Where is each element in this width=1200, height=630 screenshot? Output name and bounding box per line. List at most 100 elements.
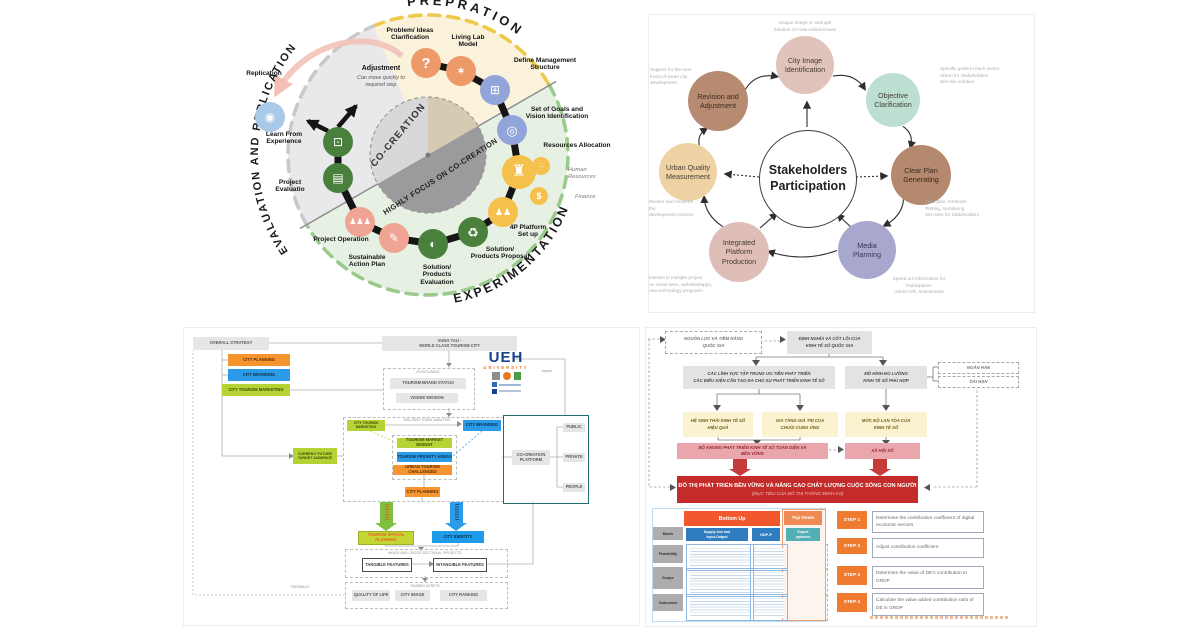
satellite-label: Integrated Platform Production <box>721 237 757 266</box>
person-icon: ✶ <box>455 64 467 78</box>
phase-dashed-arcs <box>286 13 570 297</box>
monitor-icon: ⊡ <box>332 135 344 149</box>
red-arrow-left <box>733 459 747 469</box>
satellite-clear-plan: Clear Plan Generating <box>891 145 951 205</box>
living-lab-label: Living Lab Model <box>451 34 485 49</box>
toggles-icon: ◐ <box>429 237 437 251</box>
replication-icon: ◉ <box>255 102 285 132</box>
blue-link <box>451 430 483 458</box>
supply-use-header: Supply-Use and Input-Output <box>686 528 748 541</box>
products-evaluation-icon: ◐ <box>418 229 448 259</box>
learn-experience-label: Learn From Experience <box>265 131 303 146</box>
partner-text-placeholder <box>498 383 521 386</box>
annotation-right-mid: Ideal plan, methods Testing, monitoring … <box>925 199 979 218</box>
satellite-objective: Objective Clarification <box>866 73 920 127</box>
management-structure-label: Define Management Structure <box>513 57 577 72</box>
panel-ueh-flowchart <box>183 327 640 626</box>
short-term-box: NGẮN HẠN <box>938 362 1019 374</box>
city-planning-2: CITY PLANNING <box>405 487 440 497</box>
cocreation-platform-box: CO-CREATION PLATFORM <box>512 450 550 465</box>
table-cell <box>686 568 754 597</box>
adjustment-note: Can move quickly to required step <box>357 75 405 88</box>
top-down-column <box>782 509 826 621</box>
measurement-model-box: MÔ HÌNH ĐO LƯỜNG KINH TẾ SỐ PHÙ HỢP <box>845 366 927 389</box>
project-operation-icon: ♟♟♟ <box>345 207 375 237</box>
table-cell <box>750 544 788 571</box>
resources-allocation-icon: ♜ <box>502 155 536 189</box>
partner-logo-icon <box>513 372 521 380</box>
project-evaluation-label: Project Evaluatio <box>275 179 305 194</box>
4p-platform-label: 4P Platform Set up <box>509 224 547 239</box>
learn-experience-icon: ⊡ <box>323 127 353 157</box>
national-resources-box: NGUỒN LỰC VÀ TIỀM NĂNG QUỐC GIA <box>665 331 762 354</box>
red-arrowhead-left <box>729 469 751 476</box>
feedback-loop <box>192 350 345 596</box>
action-plan-label: Sustainable Action Plan <box>348 254 386 269</box>
sustainable-city-box: ĐÔ THỊ PHÁT TRIỂN BỀN VỮNG VÀ NÂNG CAO C… <box>677 476 918 503</box>
overall-strategy-box: OVERALL STRATEGY <box>193 337 269 350</box>
small-arrowheads <box>289 363 462 582</box>
priority-sectors-box: CÁC LĨNH VỰC TẬP TRUNG ƯU TIÊN PHÁT TRIỂ… <box>683 366 835 389</box>
adjustment-arrow <box>274 38 405 98</box>
satellite-integrated-platform: Integrated Platform Production <box>709 222 769 282</box>
tourism-spatial-planning-box: TOURISM SPATIAL PLANNING <box>358 531 414 545</box>
annotation-left-top: Support for the next trend of smart city… <box>650 67 692 86</box>
positioning-label: POSITIONING <box>416 370 440 374</box>
stakeholders-center-label: Stakeholders Participation <box>768 163 848 193</box>
step-2-badge: STEP 2 <box>837 538 867 554</box>
satellite-revision: Revision and Adjustment <box>688 71 748 131</box>
living-lab-icon: ✶ <box>446 56 476 86</box>
dashed-connectors <box>648 338 978 488</box>
adjustment-label: Adjustment <box>361 65 401 72</box>
management-structure-icon: ⊞ <box>480 75 510 105</box>
green-flow-arrow <box>380 502 393 523</box>
satellite-label: Media Planning <box>853 240 881 259</box>
partner-logos-row3 <box>481 388 531 394</box>
ecosystem-box: HỆ SINH THÁI KINH TẾ SỐ HIỆU QUẢ <box>683 412 753 437</box>
products-proposal-icon: ♻ <box>458 217 488 247</box>
project-operation-label: Project Operation <box>313 236 369 243</box>
meeting-icon: ♟♟♟ <box>349 217 371 226</box>
vungtau-goal-box: VUNG TAU - WORLD CLASS TOURISM CITY <box>382 336 517 351</box>
partner-logo-icon <box>502 372 511 380</box>
annotation-left-bottom: Interact in multiple project on social s… <box>649 275 713 294</box>
stakeholders-center: Stakeholders Participation <box>759 130 857 228</box>
products-proposal-label: Solution/ Products Proposal <box>470 246 530 261</box>
4p-platform-icon: ♟♟ <box>488 197 518 227</box>
intangible-features-box: INTANGIBLE FEATURES <box>433 558 487 572</box>
blue-flow-arrow <box>450 502 463 523</box>
replication-label: Replication <box>246 70 282 77</box>
city-ranking-box: CITY RANKING <box>440 590 487 601</box>
row-outcomes: Outcomes <box>653 594 683 611</box>
goals-vision-label: Set of Goals and Vision Identification <box>525 106 589 121</box>
smart-city-goal-subtitle: (MỤC TIÊU CỦA ĐÔ THỊ THÔNG MINH 4.0) <box>751 491 844 496</box>
ueh-wordmark: UEH <box>488 349 524 366</box>
city-planning-box: CITY PLANNING <box>228 354 290 366</box>
tangible-features-box: TANGIBLE FEATURES <box>362 558 412 572</box>
cycle-arrows <box>698 71 916 258</box>
satellite-label: Urban Quality Measurement <box>666 162 710 181</box>
top-down-header: Top Down <box>784 511 822 525</box>
human-resources-icon: ∴ <box>532 157 550 175</box>
partner-text-placeholder <box>498 390 521 392</box>
multisectoral-label: MULTISECTORAL ANALYSIS <box>403 418 451 422</box>
partner-logo-icon <box>491 388 497 394</box>
satellite-label: City Image Identification <box>784 55 826 74</box>
mixed-projects-label: MIXED AND CROSS-SECTIONAL PROJECTS <box>388 551 462 555</box>
step-4-badge: STEP 4 <box>837 593 867 612</box>
blue-flow-arrowhead <box>445 523 467 531</box>
step-3-text: Determine the value of DE's contribution… <box>872 566 984 589</box>
city-identity-box: CITY IDENTITY <box>432 531 484 543</box>
urban-tourism-challenges-box: URBAN TOURISM CHALLENGES <box>393 464 452 475</box>
private-box: PRIVATE <box>563 453 585 462</box>
bottom-up-header: Bottom Up <box>684 511 780 526</box>
recycle-box-icon: ♻ <box>467 224 479 240</box>
medal-icon: ◉ <box>264 110 276 124</box>
panel-digital-economy <box>645 327 1037 627</box>
row-basis: Basis <box>653 527 683 540</box>
framework-box: BỘ KHUNG PHÁT TRIỂN KINH TẾ SỐ TOÀN DIỆN… <box>677 443 828 459</box>
positioning-group <box>383 368 475 410</box>
city-image-box: CITY IMAGE <box>395 590 430 601</box>
annotation-top: Unique image or strength Solution of mos… <box>773 20 837 32</box>
